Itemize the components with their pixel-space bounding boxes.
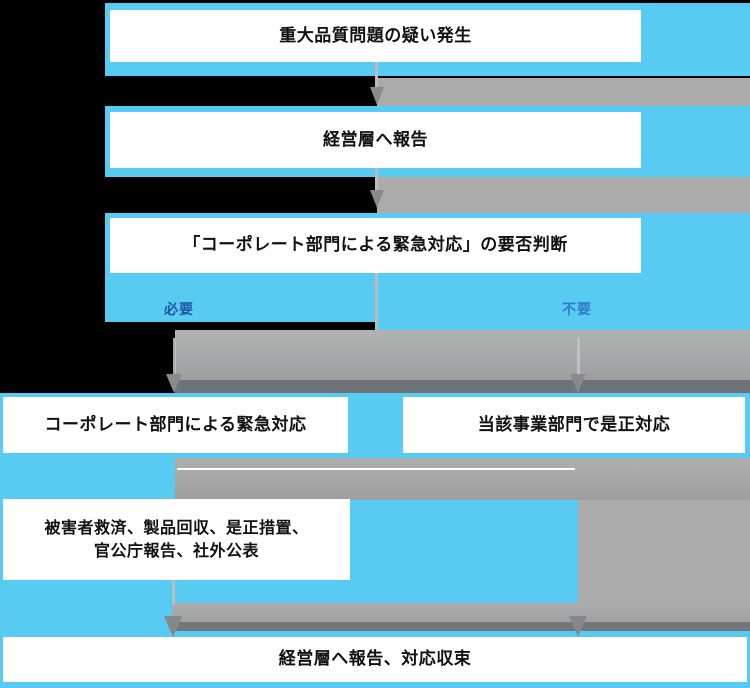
flow-line-2 [375,168,378,194]
flow-line-3 [375,273,378,330]
node-corporate-response: コーポレート部門による緊急対応 [3,397,348,453]
connector-divider-line [177,468,575,470]
node-division-response: 当該事業部門で是正対応 [403,397,745,453]
split-connector-band [175,330,750,380]
flow-line-1 [375,60,378,90]
node-actions: 被害者救済、製品回収、是正措置、 官公庁報告、社外公表 [3,499,350,580]
mid-connector-band [175,458,750,500]
flow-line-4 [172,578,175,605]
split-connector-edge [175,380,750,393]
branch-line-left [173,338,176,374]
node-actions-line1: 被害者救済、製品回収、是正措置、 [44,519,309,537]
lower-connector-band [172,603,750,622]
node-report-management: 経営層へ報告 [110,112,641,168]
branch-line-right [577,338,580,374]
node-start: 重大品質問題の疑い発生 [110,10,641,62]
down-arrowhead-icon-left-final [164,616,182,637]
down-arrowhead-icon-2 [370,190,384,208]
down-arrowhead-icon-1 [370,87,384,105]
branch-label-unnecessary: 不要 [562,301,592,317]
branch-label-necessary: 必要 [164,301,194,317]
node-end: 経営層へ報告、対応収束 [3,637,747,682]
connector-strip-2 [377,177,750,213]
down-arrowhead-icon-right-branch [570,374,586,393]
down-arrowhead-icon-right-final [569,616,587,637]
down-arrowhead-icon-left-branch [166,374,182,393]
accent-band-3-extension [378,322,750,330]
node-actions-line2: 官公庁報告、社外公表 [93,542,259,560]
node-decision: 「コーポレート部門による緊急対応」の要否判断 [110,218,641,273]
connector-strip-1 [377,78,750,106]
lower-connector-edge [172,622,750,633]
